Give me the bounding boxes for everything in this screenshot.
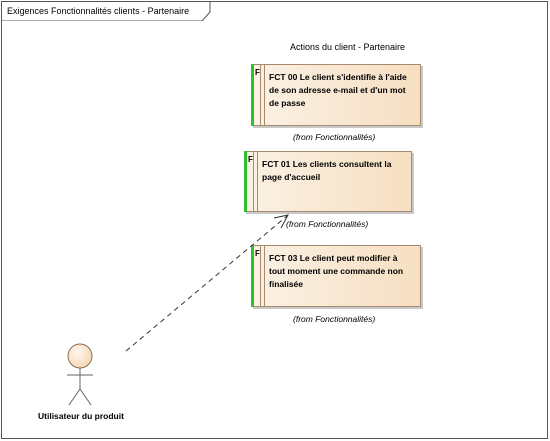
dependency-line[interactable] [125,215,288,352]
frame-title: Exigences Fonctionnalités clients - Part… [7,6,190,16]
actor-name: Utilisateur du produit [38,411,124,421]
requirement-flag: F [255,249,260,258]
requirement-text: FCT 03 Le client peut modifier à tout mo… [269,253,404,289]
requirement-flag: F [248,155,253,164]
requirement-text: FCT 01 Les clients consultent la page d'… [262,159,392,182]
requirement-fct-03[interactable]: F FCT 03 Le client peut modifier à tout … [251,245,421,307]
requirement-origin: (from Fonctionnalités) [293,314,376,324]
requirement-gutter [260,65,265,125]
requirement-status-bar [251,245,254,307]
requirement-gutter [260,246,265,306]
requirement-gutter [253,152,258,211]
dependency-arrowhead [273,214,289,229]
requirement-flag: F [255,68,260,77]
frame-tab [2,2,211,21]
actor-right-leg [79,388,92,406]
requirement-origin: (from Fonctionnalités) [293,132,376,142]
actor-head [67,343,93,369]
requirement-origin: (from Fonctionnalités) [286,219,369,229]
requirement-status-bar [251,64,254,126]
requirement-fct-00[interactable]: F FCT 00 Le client s'identifie à l'aide … [251,64,421,126]
actor-left-leg [68,388,81,406]
requirement-fct-01[interactable]: F FCT 01 Les clients consultent la page … [244,151,412,212]
requirement-text: FCT 00 Le client s'identifie à l'aide de… [269,72,407,108]
group-title: Actions du client - Partenaire [290,42,406,52]
actor-figure[interactable] [67,343,93,406]
requirement-status-bar [244,151,247,212]
